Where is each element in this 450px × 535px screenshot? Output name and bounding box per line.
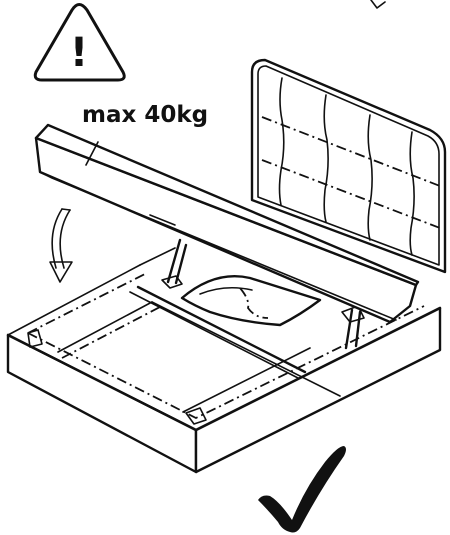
gas-lift-left — [161, 238, 188, 289]
max-load-label: max 40kg — [82, 102, 208, 128]
warning-exclamation: ! — [70, 30, 88, 76]
partial-mark — [370, 0, 386, 9]
curved-arrow-down-icon — [49, 208, 73, 283]
warning-triangle-icon: ! — [33, 3, 126, 82]
gas-lift-right — [341, 305, 365, 350]
lifted-bed-platform — [34, 123, 420, 324]
bed-frame-base — [6, 247, 442, 474]
headboard — [250, 58, 447, 274]
stored-blanket — [180, 275, 322, 327]
checkmark-icon — [258, 446, 346, 533]
